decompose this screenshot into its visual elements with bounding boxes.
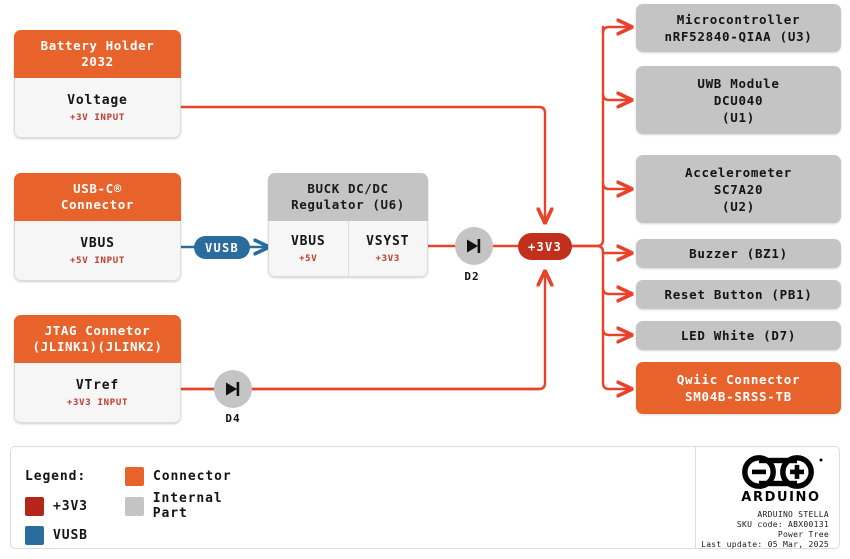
load-reset-button: Reset Button (PB1) bbox=[636, 280, 841, 309]
net-label-3v3: +3V3 bbox=[518, 233, 572, 260]
card-usbc-voltage: +5V INPUT bbox=[69, 255, 126, 266]
card-buck-body: VBUS +5V VSYST +3V3 bbox=[268, 221, 428, 277]
card-battery-header-line2: 2032 bbox=[81, 54, 114, 69]
metadata-product: ARDUINO STELLA bbox=[757, 510, 829, 519]
metadata-last-update: Last update: 05 Mar, 2025 bbox=[701, 540, 829, 549]
footer-panel: Legend: Connector +3V3 Internal Part VUS… bbox=[10, 446, 840, 549]
card-jtag-header-line2: (JLINK1)(JLINK2) bbox=[32, 339, 163, 354]
card-jtag-signal: VTref bbox=[75, 377, 120, 393]
diode-d4 bbox=[214, 370, 252, 408]
arduino-logo: ARDUINO bbox=[735, 455, 827, 505]
legend-swatch-vusb bbox=[25, 525, 44, 545]
load-microcontroller-line1: Microcontroller bbox=[676, 12, 801, 27]
legend-label-vusb: VUSB bbox=[53, 527, 88, 543]
card-usbc-header: USB-C® Connector bbox=[14, 173, 181, 221]
load-uwb-module: UWB Module DCU040 (U1) bbox=[636, 66, 841, 134]
card-usbc-signal: VBUS bbox=[80, 235, 115, 251]
card-buck-regulator: BUCK DC/DC Regulator (U6) VBUS +5V VSYST… bbox=[268, 173, 428, 277]
card-jtag-body: VTref +3V3 INPUT bbox=[14, 363, 181, 423]
diode-symbol-icon bbox=[226, 382, 240, 396]
load-accelerometer-line1: Accelerometer bbox=[685, 164, 792, 180]
card-buck-header: BUCK DC/DC Regulator (U6) bbox=[268, 173, 428, 221]
load-led-white: LED White (D7) bbox=[636, 321, 841, 350]
load-accelerometer-line2: SC7A20 bbox=[713, 181, 764, 197]
card-jtag-header: JTAG Connetor (JLINK1)(JLINK2) bbox=[14, 315, 181, 363]
diode-d4-label: D4 bbox=[225, 412, 241, 425]
legend-item-vusb: VUSB bbox=[25, 525, 125, 545]
load-qwiic-line1: Qwiic Connector bbox=[676, 372, 801, 387]
buck-output-voltage: +3V3 bbox=[375, 253, 400, 264]
load-qwiic-connector: Qwiic Connector SM04B-SRSS-TB bbox=[636, 362, 841, 414]
card-jtag-connector: JTAG Connetor (JLINK1)(JLINK2) VTref +3V… bbox=[14, 315, 181, 423]
arduino-wordmark: ARDUINO bbox=[741, 490, 821, 505]
buck-input-name: VBUS bbox=[290, 233, 326, 249]
legend-item-3v3: +3V3 bbox=[25, 496, 125, 516]
legend-label-connector: Connector bbox=[153, 468, 232, 484]
card-usbc-connector: USB-C® Connector VBUS +5V INPUT bbox=[14, 173, 181, 281]
load-uwb-line3: (U1) bbox=[722, 109, 755, 125]
legend-title-cell: Legend: bbox=[25, 469, 125, 484]
legend-item-internal-part: Internal Part bbox=[125, 491, 265, 521]
legend-item-connector: Connector bbox=[125, 466, 265, 486]
legend-panel: Legend: Connector +3V3 Internal Part VUS… bbox=[11, 447, 695, 548]
load-uwb-line2: DCU040 bbox=[713, 92, 764, 108]
legend-label-internal-part: Internal Part bbox=[152, 491, 223, 521]
diode-d2 bbox=[455, 227, 493, 265]
document-metadata: ARDUINO STELLA SKU code: ABX00131 Power … bbox=[701, 510, 829, 550]
load-buzzer: Buzzer (BZ1) bbox=[636, 239, 841, 268]
load-led-white-label: LED White (D7) bbox=[680, 328, 797, 343]
card-jtag-header-line1: JTAG Connetor bbox=[44, 323, 151, 338]
buck-output-name: VSYST bbox=[366, 233, 410, 249]
arduino-infinity-icon bbox=[742, 455, 823, 489]
metadata-sku: SKU code: ABX00131 bbox=[736, 520, 829, 529]
card-battery-signal: Voltage bbox=[67, 92, 128, 108]
card-battery-header-line1: Battery Holder bbox=[40, 38, 155, 53]
card-usbc-header-line2: Connector bbox=[60, 197, 135, 212]
legend-swatch-connector bbox=[125, 466, 144, 486]
card-battery-header: Battery Holder 2032 bbox=[14, 30, 181, 78]
card-battery-body: Voltage +3V INPUT bbox=[14, 78, 181, 138]
legend-label-3v3: +3V3 bbox=[53, 498, 88, 514]
legend-title: Legend: bbox=[25, 468, 87, 484]
buck-input-voltage: +5V bbox=[299, 253, 318, 264]
net-label-vusb: VUSB bbox=[194, 236, 250, 259]
load-uwb-line1: UWB Module bbox=[697, 75, 780, 91]
card-jtag-voltage: +3V3 INPUT bbox=[66, 397, 129, 408]
load-reset-button-label: Reset Button (PB1) bbox=[664, 287, 813, 302]
buck-input-cell: VBUS +5V bbox=[269, 221, 348, 276]
load-microcontroller-line2: nRF52840-QIAA (U3) bbox=[664, 29, 813, 44]
load-accelerometer: Accelerometer SC7A20 (U2) bbox=[636, 155, 841, 223]
load-buzzer-label: Buzzer (BZ1) bbox=[689, 246, 788, 261]
legend-swatch-3v3 bbox=[25, 496, 44, 516]
card-buck-header-line1: BUCK DC/DC bbox=[307, 181, 389, 196]
load-qwiic-line2: SM04B-SRSS-TB bbox=[685, 389, 792, 404]
legend-swatch-internal-part bbox=[125, 496, 144, 516]
diode-symbol-icon bbox=[467, 239, 481, 253]
card-battery-voltage: +3V INPUT bbox=[69, 112, 126, 123]
card-usbc-header-line1: USB-C® bbox=[73, 181, 122, 196]
card-usbc-body: VBUS +5V INPUT bbox=[14, 221, 181, 281]
metadata-doc-type: Power Tree bbox=[777, 530, 829, 539]
card-buck-header-line2: Regulator (U6) bbox=[291, 197, 405, 212]
buck-output-cell: VSYST +3V3 bbox=[347, 221, 428, 276]
diode-d2-label: D2 bbox=[464, 270, 480, 283]
brand-panel: ARDUINO ARDUINO STELLA SKU code: ABX0013… bbox=[695, 447, 839, 550]
load-accelerometer-line3: (U2) bbox=[722, 198, 755, 214]
card-battery-holder: Battery Holder 2032 Voltage +3V INPUT bbox=[14, 30, 181, 138]
load-microcontroller: Microcontroller nRF52840-QIAA (U3) bbox=[636, 4, 841, 52]
